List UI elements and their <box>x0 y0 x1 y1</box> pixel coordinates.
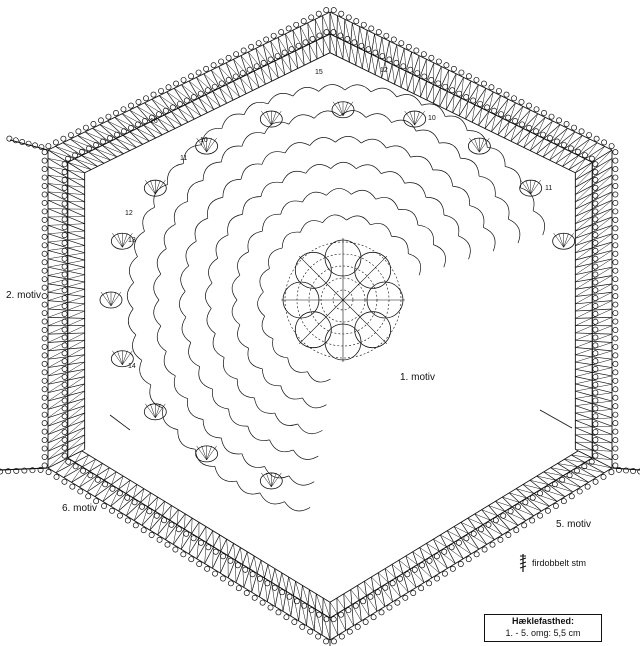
round-number: 11 <box>545 185 552 192</box>
round-number: 11 <box>180 155 187 162</box>
round-number: 12 <box>380 67 388 74</box>
round-number: 16 <box>150 118 158 125</box>
round-number: 15 <box>315 69 323 76</box>
treble-stitch-symbol <box>519 554 527 572</box>
motif-6-label: 6. motiv <box>62 503 98 514</box>
gauge-title: Hæklefasthed: <box>511 616 574 626</box>
round-number: 14 <box>128 363 136 370</box>
gauge-box: Hæklefasthed: 1. - 5. omg: 5,5 cm <box>484 614 602 642</box>
stitch-legend-label: firdobbelt stm <box>532 558 587 568</box>
motif-5-label: 5. motiv <box>556 519 592 530</box>
round-number: 10 <box>200 137 208 144</box>
gauge-value: 1. - 5. omg: 5,5 cm <box>505 628 581 638</box>
round-number: 12 <box>125 210 133 217</box>
round-number: 13 <box>128 237 136 244</box>
motif-2-label: 2. motiv <box>6 290 42 301</box>
motif-1-label: 1. motiv <box>400 372 436 383</box>
round-number: 10 <box>428 115 436 122</box>
